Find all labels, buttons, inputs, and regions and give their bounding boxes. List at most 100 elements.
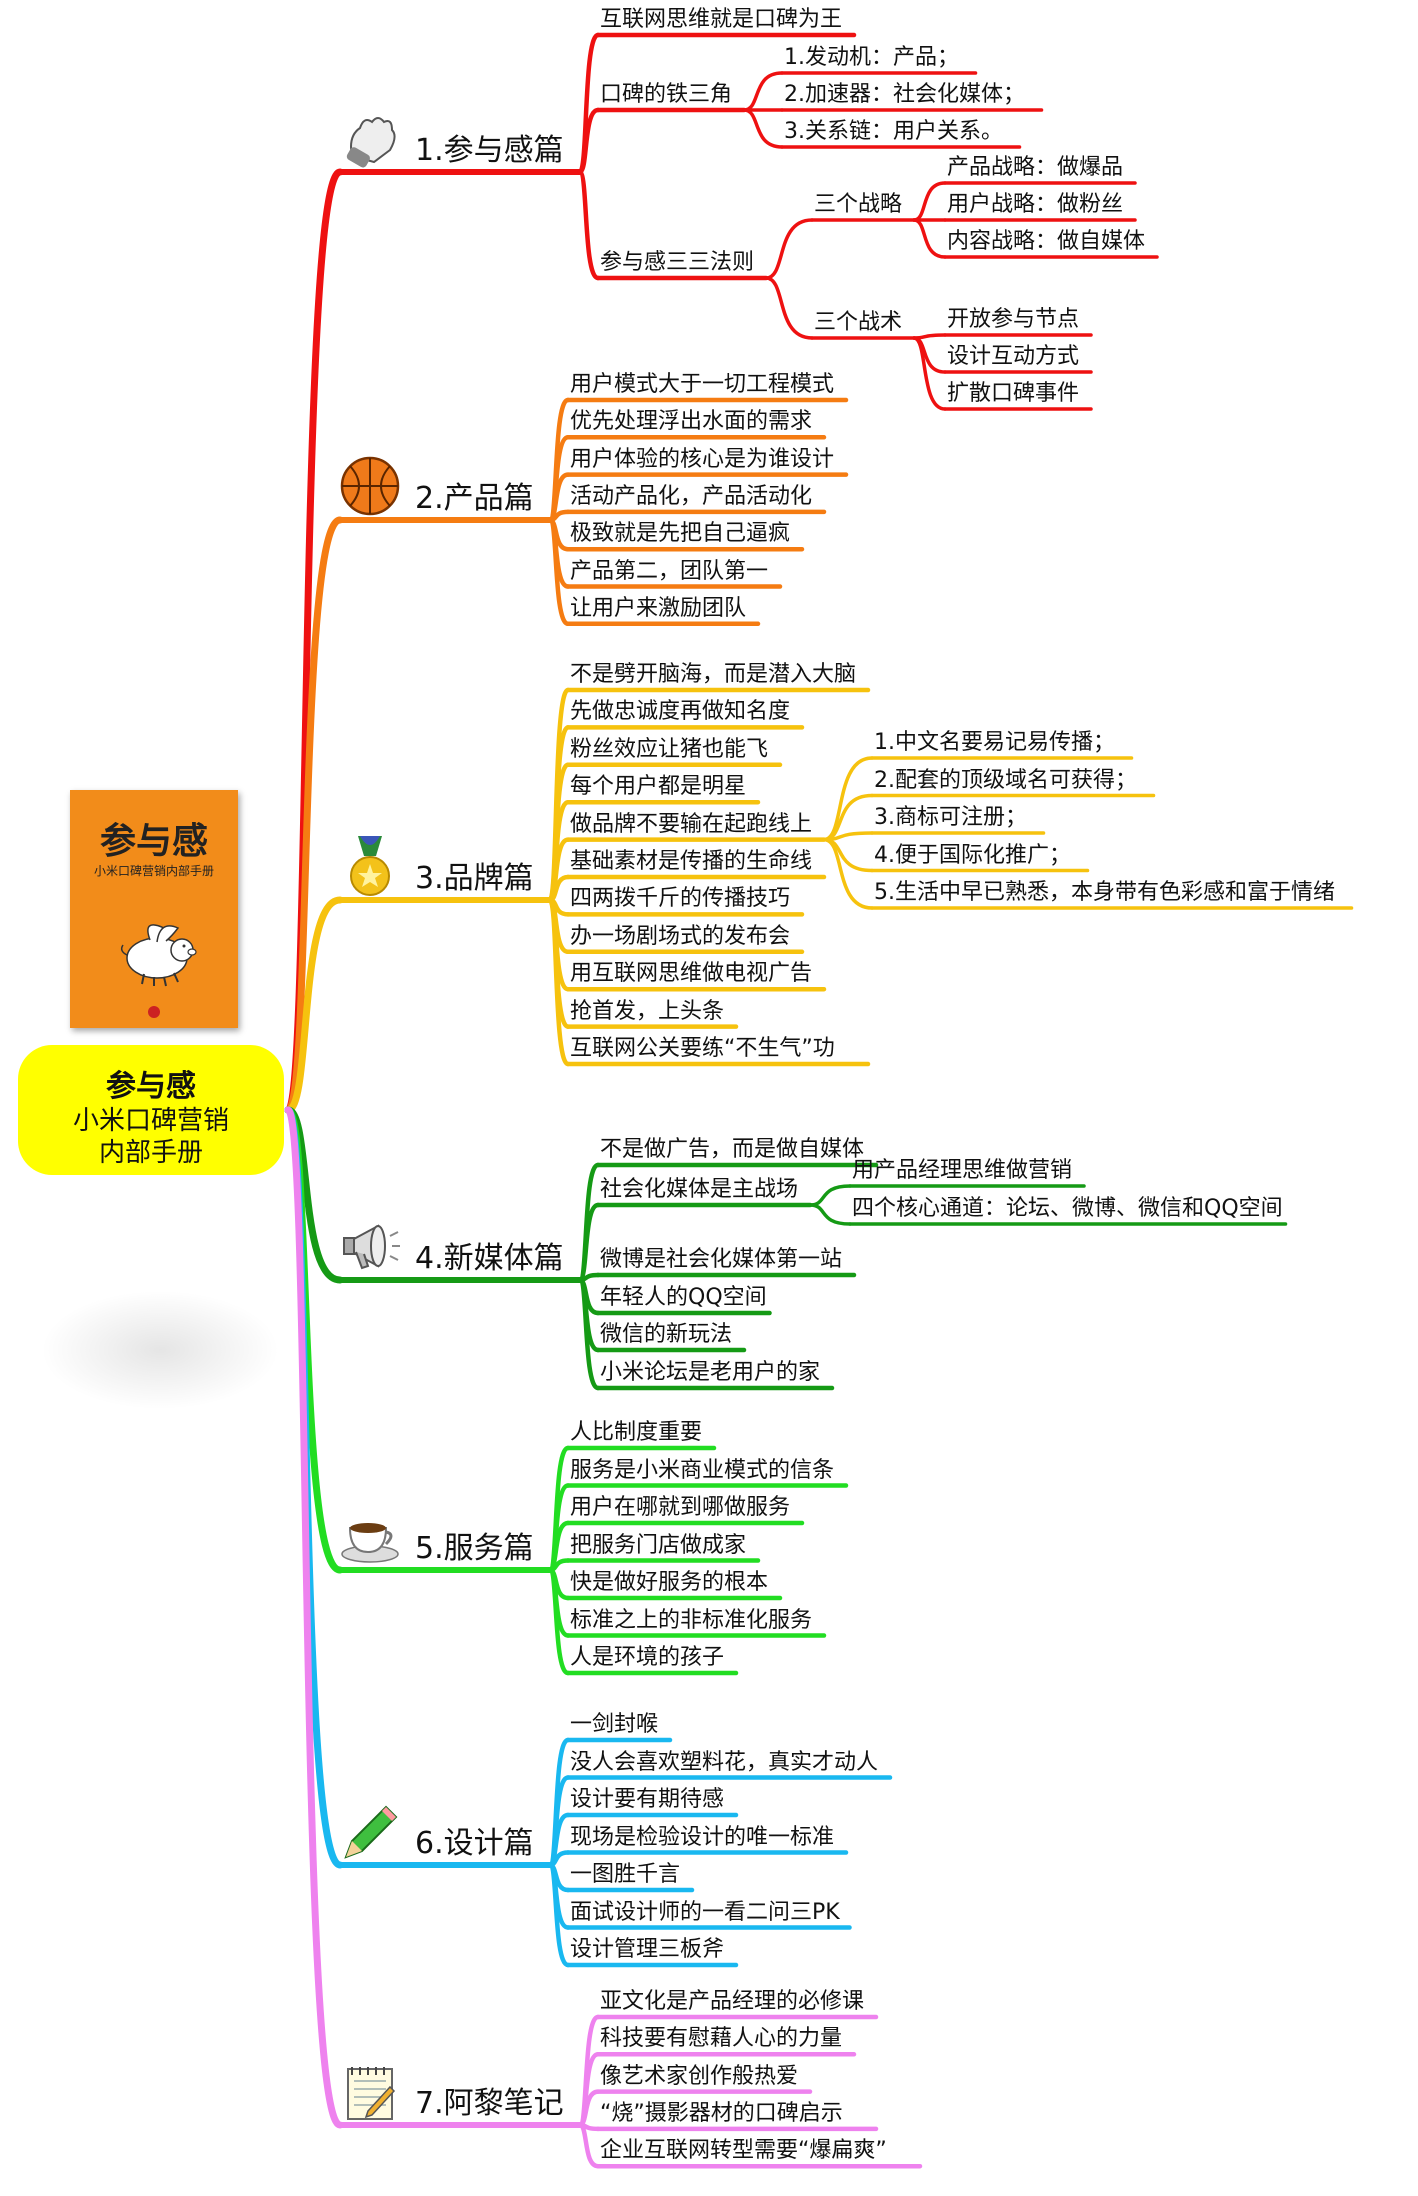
s3-node-4: 做品牌不要输在起跑线上 xyxy=(570,811,813,837)
notepad-icon xyxy=(338,2059,402,2123)
s6-node-6: 设计管理三板斧 xyxy=(570,1937,725,1962)
s4-subnode-1-0: 用产品经理思维做营销 xyxy=(852,1158,1073,1183)
s4-sub-branch-1-1 xyxy=(808,1203,852,1226)
s1-leaf-0-1: 用户战略：做粉丝 xyxy=(947,192,1124,217)
s2-node-3: 活动产品化，产品活动化 xyxy=(570,483,813,509)
s3-subnode-4-4: 5.生活中早已熟悉，本身带有色彩感和富于情绪 xyxy=(874,880,1335,905)
s3-subnode-4-1: 2.配套的顶级域名可获得； xyxy=(874,767,1137,793)
s3-subnode-4-2: 3.商标可注册； xyxy=(874,805,1027,830)
book-cover-image: 参与感 小米口碑营销内部手册 xyxy=(70,790,238,1028)
s4-node-4: 微信的新玩法 xyxy=(600,1322,733,1347)
s3-node-2: 粉丝效应让猪也能飞 xyxy=(570,736,769,762)
basketball-icon xyxy=(338,454,402,518)
coffee-cup-icon xyxy=(338,1504,402,1568)
s1-leaf-branch-1-2 xyxy=(912,336,947,411)
publisher-logo-icon xyxy=(148,1006,160,1018)
s3-node-7: 办一场剧场式的发布会 xyxy=(570,923,791,949)
s5-node-4: 快是做好服务的根本 xyxy=(570,1570,769,1595)
s4-branch-1 xyxy=(577,1202,601,1283)
s3-node-9: 抢首发，上头条 xyxy=(570,998,725,1024)
s1-branch-1 xyxy=(577,107,601,175)
s1-leaf-0-2: 内容战略：做自媒体 xyxy=(947,229,1146,254)
s1-leaf-1-2: 扩散口碑事件 xyxy=(947,381,1080,406)
s1-section-label: 1.参与感篇 xyxy=(415,133,564,168)
s3-node-5: 基础素材是传播的生命线 xyxy=(570,849,813,874)
s5-node-2: 用户在哪就到哪做服务 xyxy=(570,1495,791,1520)
s7-node-2: 像艺术家创作般热爱 xyxy=(600,2063,799,2089)
s7-node-3: “烧”摄影器材的口碑启示 xyxy=(600,2100,843,2126)
s4-node-5: 小米论坛是老用户的家 xyxy=(600,1360,821,1385)
s1-sub-branch-2-0 xyxy=(764,218,814,280)
s3-section-label: 3.品牌篇 xyxy=(415,861,534,896)
s1-branch-2 xyxy=(577,169,601,281)
pencil-icon xyxy=(338,1799,402,1863)
s7-node-4: 企业互联网转型需要“爆扁爽” xyxy=(600,2138,887,2164)
s1-leaf-1-0: 开放参与节点 xyxy=(947,307,1080,332)
s1-subnode-1-1: 2.加速器：社会化媒体； xyxy=(784,82,1025,107)
s6-node-1: 没人会喜欢塑料花，真实才动人 xyxy=(570,1749,879,1775)
central-topic-subtitle-1: 小米口碑营销 xyxy=(72,1106,229,1136)
s1-leaf-branch-0-2 xyxy=(912,218,947,259)
s5-section-label: 5.服务篇 xyxy=(415,1531,534,1566)
s1-node-1: 口碑的铁三角 xyxy=(600,82,733,107)
s5-node-6: 人是环境的孩子 xyxy=(570,1645,725,1670)
s3-main-branch xyxy=(284,896,344,1114)
book-subtitle: 小米口碑营销内部手册 xyxy=(93,864,214,878)
s3-node-10: 互联网公关要练“不生气”功 xyxy=(570,1036,835,1061)
medal-icon xyxy=(338,834,402,898)
s2-node-1: 优先处理浮出水面的需求 xyxy=(570,409,813,435)
s1-sub-branch-1-0 xyxy=(742,71,784,112)
s6-branch-6 xyxy=(547,1862,571,1968)
megaphone-icon xyxy=(338,1214,402,1278)
s3-sub-branch-4-4 xyxy=(822,837,874,910)
s1-leaf-branch-0-0 xyxy=(912,181,947,222)
s1-subnode-2-0: 三个战略 xyxy=(814,192,903,217)
s7-section-label: 7.阿黎笔记 xyxy=(415,2086,564,2121)
s1-node-0: 互联网思维就是口碑为王 xyxy=(600,7,843,32)
s1-subnode-1-0: 1.发动机：产品； xyxy=(784,45,959,70)
s6-node-5: 面试设计师的一看二问三PK xyxy=(570,1899,840,1925)
s5-node-3: 把服务门店做成家 xyxy=(570,1532,747,1558)
s5-node-5: 标准之上的非标准化服务 xyxy=(570,1607,813,1633)
s3-node-1: 先做忠诚度再做知名度 xyxy=(570,699,791,725)
decorative-shadow xyxy=(40,1290,280,1410)
s1-sub-branch-1-2 xyxy=(742,108,784,149)
s2-main-branch xyxy=(284,516,344,1114)
s2-branch-6 xyxy=(547,517,571,627)
s1-leaf-branch-1-0 xyxy=(912,333,947,340)
s4-node-2: 微博是社会化媒体第一站 xyxy=(600,1247,843,1272)
glove-icon xyxy=(338,106,402,170)
s2-node-6: 让用户来激励团队 xyxy=(570,595,747,621)
s7-node-0: 亚文化是产品经理的必修课 xyxy=(600,1989,865,2014)
s2-section-label: 2.产品篇 xyxy=(415,481,534,516)
s1-subnode-1-2: 3.关系链：用户关系。 xyxy=(784,119,1003,144)
s1-node-2: 参与感三三法则 xyxy=(600,250,755,275)
s3-branch-10 xyxy=(547,897,571,1067)
s1-sub-branch-2-1 xyxy=(764,276,814,340)
s6-section-label: 6.设计篇 xyxy=(415,1826,534,1861)
s2-node-0: 用户模式大于一切工程模式 xyxy=(570,372,835,397)
s3-node-6: 四两拨千斤的传播技巧 xyxy=(570,886,791,912)
central-topic-subtitle-2: 内部手册 xyxy=(98,1138,203,1168)
flying-pig-icon xyxy=(120,924,197,987)
s5-node-1: 服务是小米商业模式的信条 xyxy=(570,1457,835,1483)
central-topic: 参与感 小米口碑营销 内部手册 xyxy=(18,1045,284,1175)
s6-node-0: 一剑封喉 xyxy=(570,1712,659,1737)
s3-subnode-4-0: 1.中文名要易记易传播； xyxy=(874,730,1115,755)
s7-branch-4 xyxy=(577,2122,601,2169)
s4-subnode-1-1: 四个核心通道：论坛、微博、微信和QQ空间 xyxy=(852,1196,1283,1221)
s4-section-label: 4.新媒体篇 xyxy=(415,1241,564,1276)
s3-node-0: 不是劈开脑海，而是潜入大脑 xyxy=(570,662,857,687)
s2-branch-1 xyxy=(547,435,571,523)
s5-branch-6 xyxy=(547,1567,571,1676)
s6-node-3: 现场是检验设计的唯一标准 xyxy=(570,1824,835,1850)
book-title: 参与感 xyxy=(99,820,208,862)
s6-node-4: 一图胜千言 xyxy=(570,1862,681,1887)
s4-node-0: 不是做广告，而是做自媒体 xyxy=(600,1137,865,1162)
s7-node-1: 科技要有慰藉人心的力量 xyxy=(600,2026,843,2052)
s2-node-5: 产品第二，团队第一 xyxy=(570,558,769,584)
s4-sub-branch-1-0 xyxy=(808,1184,852,1207)
s1-leaf-1-1: 设计互动方式 xyxy=(947,344,1080,369)
s3-sub-branch-4-0 xyxy=(822,756,874,842)
s2-node-2: 用户体验的核心是为谁设计 xyxy=(570,446,835,472)
